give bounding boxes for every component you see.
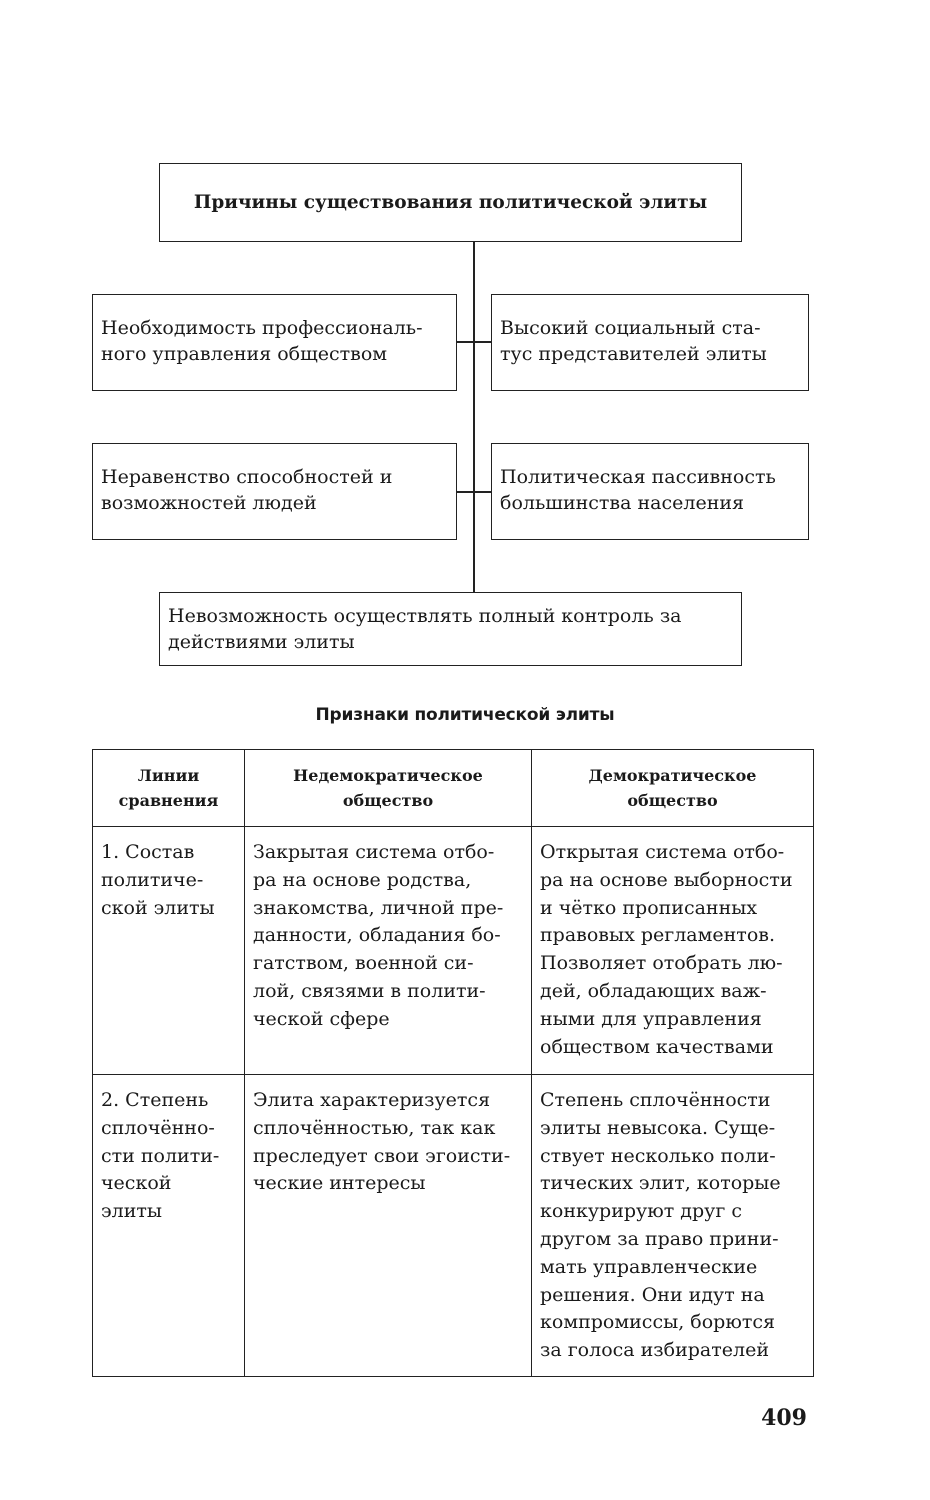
- diagram-box-bottom: Невозможность осуществлять полный контро…: [159, 592, 742, 666]
- table-cell-nondemocratic: Закрытая система отбо-ра на основе родст…: [244, 826, 532, 1075]
- diagram-connector-lower: [457, 491, 491, 493]
- diagram-box-right-top: Высокий социальный ста-тус представителе…: [491, 294, 809, 391]
- diagram-box-left-top-text: Необходимость профессиональ-ного управле…: [101, 317, 423, 365]
- diagram-title: Причины существования политической элиты: [193, 191, 708, 213]
- table-cell-democratic: Открытая система отбо-ра на основе выбор…: [531, 826, 814, 1075]
- diagram-connector-vertical: [473, 242, 475, 592]
- diagram-box-left-top: Необходимость профессиональ-ного управле…: [92, 294, 457, 391]
- table-caption: Признаки политической элиты: [315, 705, 615, 725]
- diagram-connector-upper: [457, 341, 491, 343]
- diagram-box-right-top-text: Высокий социальный ста-тус представителе…: [500, 317, 767, 365]
- diagram-title-box: Причины существования политической элиты: [159, 163, 742, 242]
- diagram-box-bottom-text: Невозможность осуществлять полный контро…: [168, 605, 682, 653]
- page-number: 409: [761, 1405, 807, 1431]
